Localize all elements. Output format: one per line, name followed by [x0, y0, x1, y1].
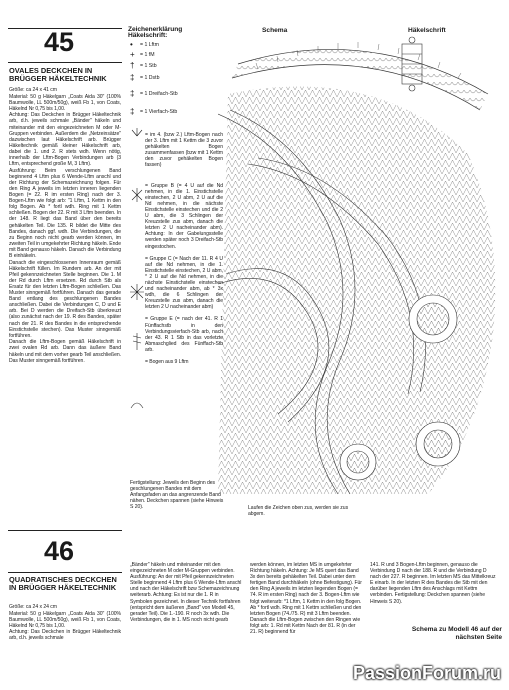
- watermark: PassionForum.ru: [352, 663, 501, 683]
- top-rule-46: [8, 530, 122, 532]
- model-number-45: 45: [44, 27, 75, 57]
- schema-label: Schema: [262, 27, 288, 34]
- legend-group-e: = Gruppe E (= nach der 41. R 1 Fünffachs…: [145, 316, 223, 353]
- chart-outer-band: [231, 49, 489, 111]
- column3-46: werden können, im letzten MS in umgekehr…: [250, 562, 362, 636]
- legend-arch: = Bogen aus 9 Lftm: [145, 359, 189, 365]
- legend-groups: = im 4. (bzw 2.) Lftm-Bogen nach der 3. …: [145, 132, 223, 366]
- legend-group-c: = Gruppe C (= Nach der 11. R 4 U auf die…: [145, 255, 223, 311]
- chart-edge-ticks: [255, 42, 462, 79]
- title-rule-45: [8, 62, 122, 64]
- instructions-45: Größe: ca 24 x 41 cm Material: 50 g Häke…: [9, 87, 121, 364]
- chart-stitch-diagram: [401, 36, 423, 92]
- legend-group-glyphs: [130, 128, 144, 409]
- legend-group-b: = Gruppe B (= 4 U auf die Nd nehmen, in …: [145, 182, 223, 250]
- ausfuehrung-45: Ausführung: Beim verschlungenen Band beg…: [9, 167, 121, 260]
- material-46: Material: 50 g Häkelgarn „Coats Aida 30"…: [9, 610, 121, 629]
- groesse-45: Größe: ca 24 x 41 cm: [9, 87, 57, 93]
- treble-crochet-icon: ‡: [130, 73, 135, 82]
- achtung-45: Achtung: Das Deckchen in Brügger Häkelte…: [9, 112, 121, 168]
- fertigstellung-45: Fertigstellung: Jeweils den Beginn des g…: [130, 480, 224, 511]
- model-title-46: QUADRATISCHES DECKCHEN IN BRÜGGER HÄKELT…: [9, 575, 117, 593]
- schluss-45: Danach die Lftm-Bogen gemäß Häkelschrift…: [9, 339, 121, 364]
- arch-9-chain-icon: [130, 402, 144, 409]
- quadruple-treble-icon: ‡: [130, 107, 135, 116]
- legend-row-dstb: ‡= 1 Dstb: [130, 73, 160, 82]
- column2-46: „Bänder" häkeln und miteinander mit den …: [130, 562, 242, 623]
- legend-row-fm: += 1 fM: [130, 50, 155, 59]
- triple-treble-icon: ‡: [130, 89, 135, 98]
- title-rule-46: [8, 572, 122, 574]
- legend-row-lftm: •= 1 Lftm: [130, 40, 159, 49]
- model-number-46: 46: [44, 536, 75, 566]
- model-title-45: OVALES DECKCHEN IN BRÜGGER HÄKELTECHNIK: [9, 66, 107, 84]
- danach-45: Danach die eingeschlossenen Innenraum ge…: [9, 259, 121, 339]
- legend-join: = im 4. (bzw 2.) Lftm-Bogen nach der 3. …: [145, 132, 223, 169]
- schema-reference-46: Schema zu Modell 46 auf der nächsten Sei…: [411, 626, 502, 641]
- group-c-icon: [130, 284, 144, 300]
- legend-title: Zeichenerklärung Häkelschrift:: [128, 26, 183, 40]
- chart-net-fill: [218, 86, 496, 494]
- chart-rings: [339, 294, 461, 481]
- legend-row-dreifach: ‡= 1 Dreifach-Stb: [130, 89, 178, 98]
- single-crochet-icon: +: [130, 50, 135, 59]
- instructions-46: Größe: ca 24 x 24 cm Material: 50 g Häke…: [9, 604, 121, 642]
- chain-icon: •: [130, 40, 133, 49]
- direction-note: Laufen die Zeichen oben zus, werden sie …: [248, 505, 349, 518]
- top-rule: [8, 28, 122, 30]
- legend-row-vierfach: ‡= 1 Vierfach-Stb: [130, 107, 178, 116]
- double-crochet-icon: †: [130, 61, 135, 70]
- group-e-icon: [132, 333, 142, 350]
- legend-symbols: •= 1 Lftm += 1 fM †= 1 Stb ‡= 1 Dstb ‡= …: [128, 36, 228, 156]
- legend-row-stb: †= 1 Stb: [130, 61, 157, 70]
- column4-46: 141. R und 3 Bogen-Lftm beginnen, genaus…: [370, 562, 496, 605]
- crochet-chart: [218, 36, 496, 495]
- material-45: Material: 50 g Häkelgarn „Coats Aida 30"…: [9, 93, 121, 112]
- group-b-icon: [131, 188, 143, 202]
- achtung-46: Achtung: Das Deckchen in Brügger Häkelte…: [9, 629, 121, 642]
- groesse-46: Größe: ca 24 x 24 cm: [9, 604, 57, 610]
- join-arches-icon: [131, 128, 143, 137]
- haekelschrift-label: Häkelschrift: [408, 27, 446, 34]
